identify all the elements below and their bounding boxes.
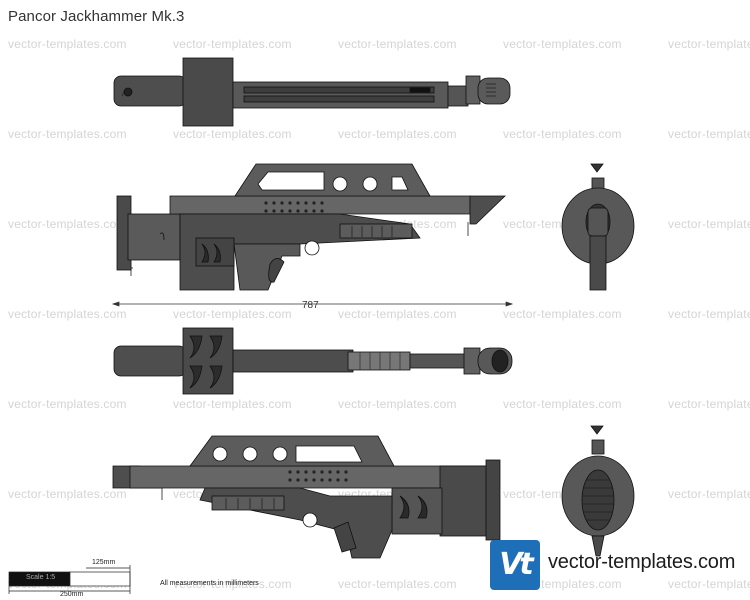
page-title: Pancor Jackhammer Mk.3 — [8, 8, 185, 25]
watermark-text: vector-templates.com — [338, 577, 457, 591]
watermark-text: vector-templates.com — [338, 127, 457, 141]
watermark-text: vector-templates.com — [8, 37, 127, 51]
watermark-text: vector-templates.com — [8, 217, 127, 231]
vt-logo-mark: Vt — [499, 547, 534, 582]
watermark-text: vector-templates.com — [8, 307, 127, 321]
scale-label-125: 125mm — [92, 559, 116, 566]
watermark-text: vector-templates.com — [668, 487, 750, 501]
watermark-text: vector-templates.com — [668, 307, 750, 321]
watermark-text: vector-templates.com — [668, 127, 750, 141]
right-side-view — [112, 435, 501, 559]
top-view — [113, 57, 511, 127]
watermark-text: vector-templates.com — [8, 127, 127, 141]
watermark-text: vector-templates.com — [503, 37, 622, 51]
scale-bar — [8, 565, 131, 594]
watermark-text: vector-templates.com — [173, 397, 292, 411]
watermark-text: vector-templates.com — [338, 37, 457, 51]
watermark-text: vector-templates.com — [8, 487, 127, 501]
watermark-text: vector-templates.com — [8, 397, 127, 411]
watermark-text: vector-templates.com — [668, 37, 750, 51]
watermark-text: vector-templates.com — [173, 127, 292, 141]
watermark-text: vector-templates.com — [668, 217, 750, 231]
brand-link[interactable]: vector-templates.com — [548, 551, 736, 573]
watermark-text: vector-templates.com — [503, 127, 622, 141]
watermark-text: vector-templates.com — [173, 577, 292, 591]
vt-logo[interactable]: Vt — [490, 540, 540, 590]
overall-length-label: 787 — [302, 300, 319, 311]
watermark-text: vector-templates.com — [668, 397, 750, 411]
scale-label-ratio: Scale 1:5 — [26, 574, 56, 581]
dimension-line-787 — [111, 301, 514, 307]
watermark-text: vector-templates.com — [173, 37, 292, 51]
watermark-text: vector-templates.com — [503, 397, 622, 411]
bottom-view — [113, 327, 513, 395]
scale-label-250: 250mm — [60, 591, 84, 598]
scale-block: 125mm Scale 1:5 250mm — [8, 558, 158, 600]
watermark-text: vector-templates.com — [338, 397, 457, 411]
watermark-text: vector-templates.com — [173, 307, 292, 321]
watermark-text: vector-templates.com — [668, 577, 750, 591]
watermark-text: vector-templates.com — [503, 307, 622, 321]
front-view — [561, 163, 635, 291]
rear-view — [561, 425, 635, 557]
left-side-view — [116, 163, 506, 291]
watermark-text: vector-templates.com — [338, 307, 457, 321]
measurements-note: All measurements in millimeters — [160, 580, 259, 587]
